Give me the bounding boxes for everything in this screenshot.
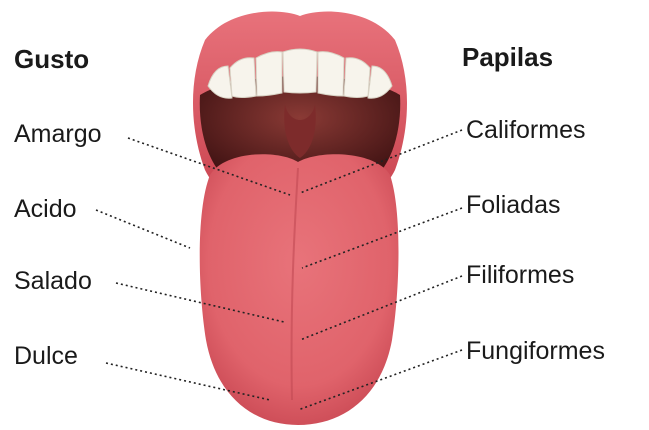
papillae-heading: Papilas (462, 44, 553, 70)
taste-label-acido: Acido (14, 197, 77, 222)
taste-label-amargo: Amargo (14, 122, 102, 147)
taste-label-dulce: Dulce (14, 344, 78, 369)
papillae-label-filiformes: Filiformes (466, 263, 574, 288)
papillae-label-califormes: Califormes (466, 118, 585, 143)
papillae-label-foliadas: Foliadas (466, 193, 561, 218)
tongue (200, 154, 399, 425)
leader-acido (96, 210, 190, 248)
taste-label-salado: Salado (14, 269, 92, 294)
taste-heading: Gusto (14, 46, 89, 72)
papillae-label-fungiformes: Fungiformes (466, 339, 605, 364)
